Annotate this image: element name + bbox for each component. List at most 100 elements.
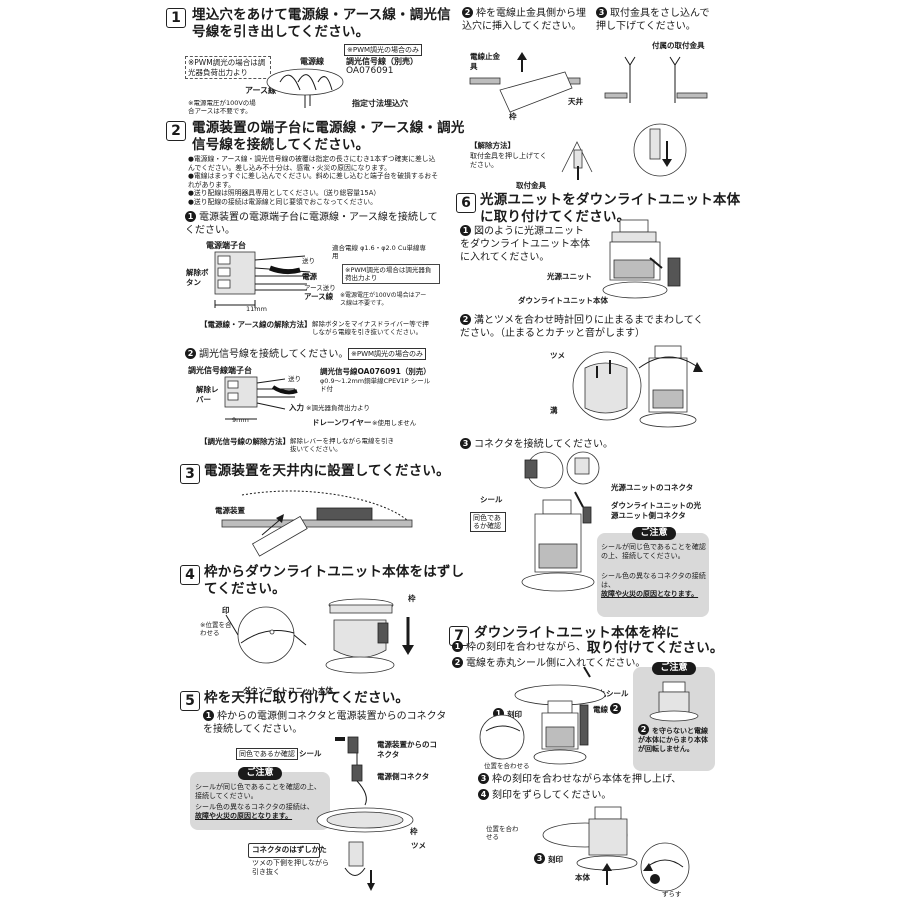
- connector-frame-diagram: [316, 736, 414, 833]
- same-color-tag-6: 同色であるか確認: [470, 512, 506, 532]
- bullet-item: ●電源線・アース線・調光信号線の被覆は指定の長さにむき1本ずつ確実に差し込んでく…: [188, 155, 436, 172]
- insert-light-unit-diagram: [602, 219, 681, 299]
- body-label-7: 本体: [575, 873, 590, 882]
- step-7-title-line-2: 取り付けてください。: [587, 640, 724, 656]
- seal-label: シール: [299, 749, 322, 758]
- caution-6-line-1: シールが同じ色であることを確認の上、接続してください。: [601, 543, 706, 560]
- groove-label: 溝: [550, 406, 558, 415]
- fitting-label: 付属の取付金具: [652, 41, 705, 50]
- pwm-only-tag: ※PWM調光の場合のみ: [344, 44, 423, 56]
- rotate-shift-diagram: [542, 806, 690, 892]
- align-note: ※位置を合わせる: [200, 621, 232, 637]
- insert-frame-diagram: [469, 52, 581, 113]
- dim-terminal-block-diagram: [224, 376, 298, 420]
- caution-5-line-2: シール色の異なるコネクタの接続は、: [195, 803, 314, 811]
- position-align-label-7: 位置を合わせる: [484, 762, 530, 770]
- red-seal-label: 赤丸シール: [591, 689, 629, 698]
- step-4-title-line-2: てください。: [204, 581, 286, 597]
- attach-unit-diagram: [479, 666, 606, 765]
- input-label: 入力: [289, 403, 304, 412]
- wire-stop-label: 電線止金具: [470, 52, 500, 71]
- drain-wire-label: ドレーンワイヤー: [312, 418, 372, 427]
- step-2-number: 2: [166, 121, 186, 141]
- caution-5-line-1: シールが同じ色であることを確認の上、接続してください。: [195, 783, 321, 800]
- tsume-label-6: ツメ: [550, 351, 565, 360]
- caution-box-5: [190, 772, 330, 830]
- earth-send-label: アース送り: [304, 284, 336, 292]
- pwm-note-box: ※PWM調光の場合は調光器負荷出力より: [342, 264, 440, 284]
- caution-6-line-2: シール色の異なるコネクタの接続は、: [601, 572, 706, 589]
- dim-wire-label: 調光信号線（別売）: [346, 57, 418, 66]
- caution-head-6: ご注意: [632, 527, 676, 540]
- frame-label-c2: 枠: [509, 112, 517, 121]
- mark-label: 印: [222, 606, 230, 615]
- body-connector-label: ダウンライトユニットの光源ユニット側コネクタ: [611, 501, 701, 520]
- release-lever-label: 解除レバー: [196, 385, 219, 404]
- remove-unit-diagram: [225, 598, 414, 674]
- step-2-title-line-1: 電源装置の端子台に電源線・アース線・調光: [192, 120, 465, 136]
- dim-11mm: 11mm: [246, 305, 267, 313]
- send-label: 送り: [302, 257, 315, 265]
- power-terminal-block-diagram: [214, 251, 311, 308]
- ceiling-label: 天井: [568, 97, 583, 106]
- caution-box-6: [597, 533, 709, 617]
- dim-line-label: 調光信号線OA076091（別売）: [320, 367, 431, 376]
- step-1-number: 1: [166, 8, 186, 28]
- device-connector-label: 電源装置からのコネクタ: [377, 740, 437, 759]
- step-2-title-line-2: 信号線を接続してください。: [192, 137, 370, 153]
- drain-wire-note: ※使用しません: [372, 419, 417, 427]
- ceiling-install-diagram: [221, 490, 413, 557]
- power-connector-label: 電源側コネクタ: [377, 772, 430, 781]
- connector-remove-text: ツメの下側を押しながら引き抜く: [252, 859, 329, 876]
- frame-label-5: 枠: [410, 827, 418, 836]
- hole-label: 指定寸法埋込穴: [352, 99, 408, 108]
- step-5-title: 枠を天井に取り付けてください。: [204, 690, 410, 706]
- step-2-bullets: ●電源線・アース線・調光信号線の被覆は指定の長さにむき1本ずつ確実に差し込んでく…: [188, 155, 438, 206]
- power-wire-label: 電源線: [300, 57, 324, 66]
- connect-light-unit-diagram: [521, 451, 600, 592]
- connector-remove-diagram: [344, 841, 375, 891]
- step-5-number: 5: [180, 691, 200, 711]
- light-connector-label: 光源ユニットのコネクタ: [611, 483, 694, 492]
- step-1-title-line-1: 埋込穴をあけて電源線・アース線・調光信: [192, 7, 451, 23]
- step-4-title-line-1: 枠からダウンライトユニット本体をはずし: [204, 564, 465, 580]
- dim-line-spec: φ0.9〜1.2mm銅単線CPEV1P シールド付: [320, 377, 431, 393]
- dim-terminal-label: 調光信号線端子台: [188, 366, 252, 375]
- ceiling-hole-diagram: [266, 68, 344, 108]
- bullet-item: ●送り配線は照明器具専用としてください。（送り総容量15A）: [188, 189, 381, 197]
- connector-remove-head: コネクタのはずしかた: [252, 845, 327, 854]
- frame-label: 枠: [408, 594, 416, 603]
- tsume-label-5: ツメ: [411, 841, 426, 850]
- release-method-title-c2: 【解除方法】: [470, 141, 515, 150]
- wire-spec-note: 適合電線 φ1.6・φ2.0 Cu単線専用: [332, 244, 427, 260]
- bullet-item: ●電線はまっすぐに差し込んでください。斜めに差し込むと端子台を破損するおそれがあ…: [188, 172, 439, 189]
- caution-5-line-3: 故障や火災の原因となります。: [195, 812, 293, 820]
- caution-7-diagram: [649, 681, 699, 722]
- power-device-label: 電源装置: [215, 506, 245, 515]
- downlight-body-label: ダウンライトユニット本体: [518, 296, 608, 305]
- caution-head-5: ご注意: [238, 767, 282, 780]
- step-6-title-line-2: に取り付けてください。: [480, 209, 631, 225]
- voltage-note: ※電源電圧が100Vの場合アースは不要です。: [188, 99, 256, 115]
- same-color-tag: 同色であるか確認: [236, 748, 298, 760]
- dim-9mm: 9mm: [232, 416, 249, 424]
- step-6-number: 6: [456, 193, 476, 213]
- power-terminal-label: 電源端子台: [206, 241, 246, 250]
- rotate-light-unit-diagram: [572, 345, 703, 428]
- earth-line-label: アース線: [304, 292, 334, 301]
- pwm-left-note: ※PWM調光の場合は調光器負荷出力より: [185, 56, 271, 79]
